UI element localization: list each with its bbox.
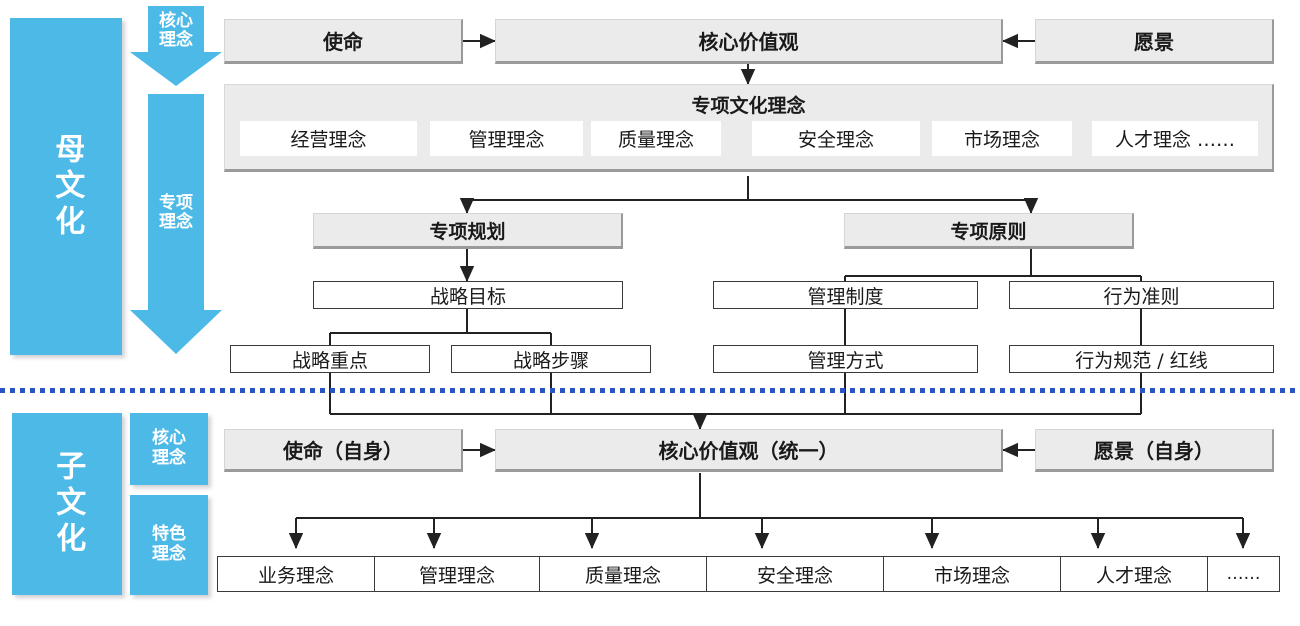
special-culture-item-0[interactable]: 经营理念 bbox=[240, 121, 417, 156]
sub-culture-panel: 子文化 bbox=[12, 413, 122, 595]
tag-line-1: 核心 bbox=[152, 428, 186, 449]
sub-concept-label: 质量理念 bbox=[584, 564, 661, 587]
code-of-conduct-box[interactable]: 行为准则 bbox=[1009, 281, 1274, 309]
tag-line-1: 特色 bbox=[152, 524, 186, 545]
special-planning-box[interactable]: 专项规划 bbox=[313, 213, 623, 249]
sub-feature-concept-tag: 特色 理念 bbox=[130, 495, 208, 595]
sub-concept-5[interactable]: 人才理念 bbox=[1060, 556, 1208, 592]
strategic-focus-box[interactable]: 战略重点 bbox=[230, 345, 430, 373]
sub-core-values-label: 核心价值观（统一） bbox=[658, 439, 839, 463]
strategic-focus-label: 战略重点 bbox=[291, 349, 368, 372]
management-system-label: 管理制度 bbox=[807, 285, 884, 308]
strategic-steps-label: 战略步骤 bbox=[512, 349, 589, 372]
sub-concept-label: …… bbox=[1226, 564, 1261, 584]
strategic-goal-box[interactable]: 战略目标 bbox=[313, 281, 623, 309]
sub-core-concept-tag: 核心 理念 bbox=[130, 413, 208, 485]
sub-vision-box[interactable]: 愿景（自身） bbox=[1035, 429, 1274, 472]
parent-culture-panel: 母文化 bbox=[10, 18, 122, 355]
strategic-steps-box[interactable]: 战略步骤 bbox=[451, 345, 651, 373]
sub-vision-label: 愿景（自身） bbox=[1094, 439, 1214, 463]
parent-vision-label: 愿景 bbox=[1134, 30, 1174, 54]
sub-mission-label: 使命（自身） bbox=[283, 439, 403, 463]
sub-core-values-box[interactable]: 核心价值观（统一） bbox=[495, 429, 1003, 472]
sub-concept-label: 市场理念 bbox=[933, 564, 1010, 587]
tag-line-2: 理念 bbox=[152, 448, 186, 468]
parent-culture-label: 母文化 bbox=[49, 132, 85, 241]
chip-label: 安全理念 bbox=[797, 129, 874, 151]
parent-core-values-label: 核心价值观 bbox=[698, 30, 799, 54]
special-culture-title: 专项文化理念 bbox=[691, 95, 806, 117]
parent-vision-box[interactable]: 愿景 bbox=[1035, 19, 1274, 64]
sub-concept-label: 业务理念 bbox=[257, 564, 334, 587]
special-principle-box[interactable]: 专项原则 bbox=[844, 213, 1134, 249]
tag-line-2: 理念 bbox=[152, 544, 186, 564]
sub-concept-2[interactable]: 质量理念 bbox=[539, 556, 707, 592]
chip-label: 经营理念 bbox=[290, 129, 367, 151]
core-concept-arrow: 核心 理念 bbox=[128, 6, 224, 88]
sub-concept-3[interactable]: 安全理念 bbox=[706, 556, 884, 592]
sub-concept-label: 人才理念 bbox=[1095, 564, 1172, 587]
parent-core-values-box[interactable]: 核心价值观 bbox=[495, 19, 1003, 64]
chip-label: 人才理念 …… bbox=[1114, 129, 1236, 151]
special-culture-item-3[interactable]: 安全理念 bbox=[752, 121, 920, 156]
management-method-label: 管理方式 bbox=[807, 349, 884, 372]
chip-label: 管理理念 bbox=[468, 129, 545, 151]
special-planning-label: 专项规划 bbox=[429, 220, 506, 243]
strategic-goal-label: 战略目标 bbox=[429, 285, 506, 308]
sub-concept-label: 安全理念 bbox=[756, 564, 833, 587]
section-divider bbox=[0, 388, 1300, 393]
chip-label: 市场理念 bbox=[963, 129, 1040, 151]
special-culture-item-2[interactable]: 质量理念 bbox=[591, 121, 721, 156]
sub-concept-0[interactable]: 业务理念 bbox=[217, 556, 375, 592]
sub-culture-label: 子文化 bbox=[50, 450, 86, 558]
parent-mission-label: 使命 bbox=[323, 30, 363, 54]
sub-concept-4[interactable]: 市场理念 bbox=[883, 556, 1061, 592]
sub-mission-box[interactable]: 使命（自身） bbox=[224, 429, 463, 472]
management-method-box[interactable]: 管理方式 bbox=[713, 345, 978, 373]
special-principle-label: 专项原则 bbox=[950, 220, 1027, 243]
management-system-box[interactable]: 管理制度 bbox=[713, 281, 978, 309]
special-culture-item-5[interactable]: 人才理念 …… bbox=[1092, 121, 1258, 156]
special-concept-arrow: 专项 理念 bbox=[128, 94, 224, 356]
special-culture-item-4[interactable]: 市场理念 bbox=[932, 121, 1072, 156]
chip-label: 质量理念 bbox=[617, 129, 694, 151]
sub-concept-1[interactable]: 管理理念 bbox=[374, 556, 540, 592]
sub-concept-label: 管理理念 bbox=[418, 564, 495, 587]
behavior-norm-box[interactable]: 行为规范 / 红线 bbox=[1009, 345, 1274, 373]
behavior-norm-label: 行为规范 / 红线 bbox=[1075, 349, 1208, 372]
code-of-conduct-label: 行为准则 bbox=[1103, 285, 1180, 308]
special-culture-item-1[interactable]: 管理理念 bbox=[430, 121, 583, 156]
sub-concept-6[interactable]: …… bbox=[1207, 556, 1280, 592]
parent-mission-box[interactable]: 使命 bbox=[224, 19, 463, 64]
